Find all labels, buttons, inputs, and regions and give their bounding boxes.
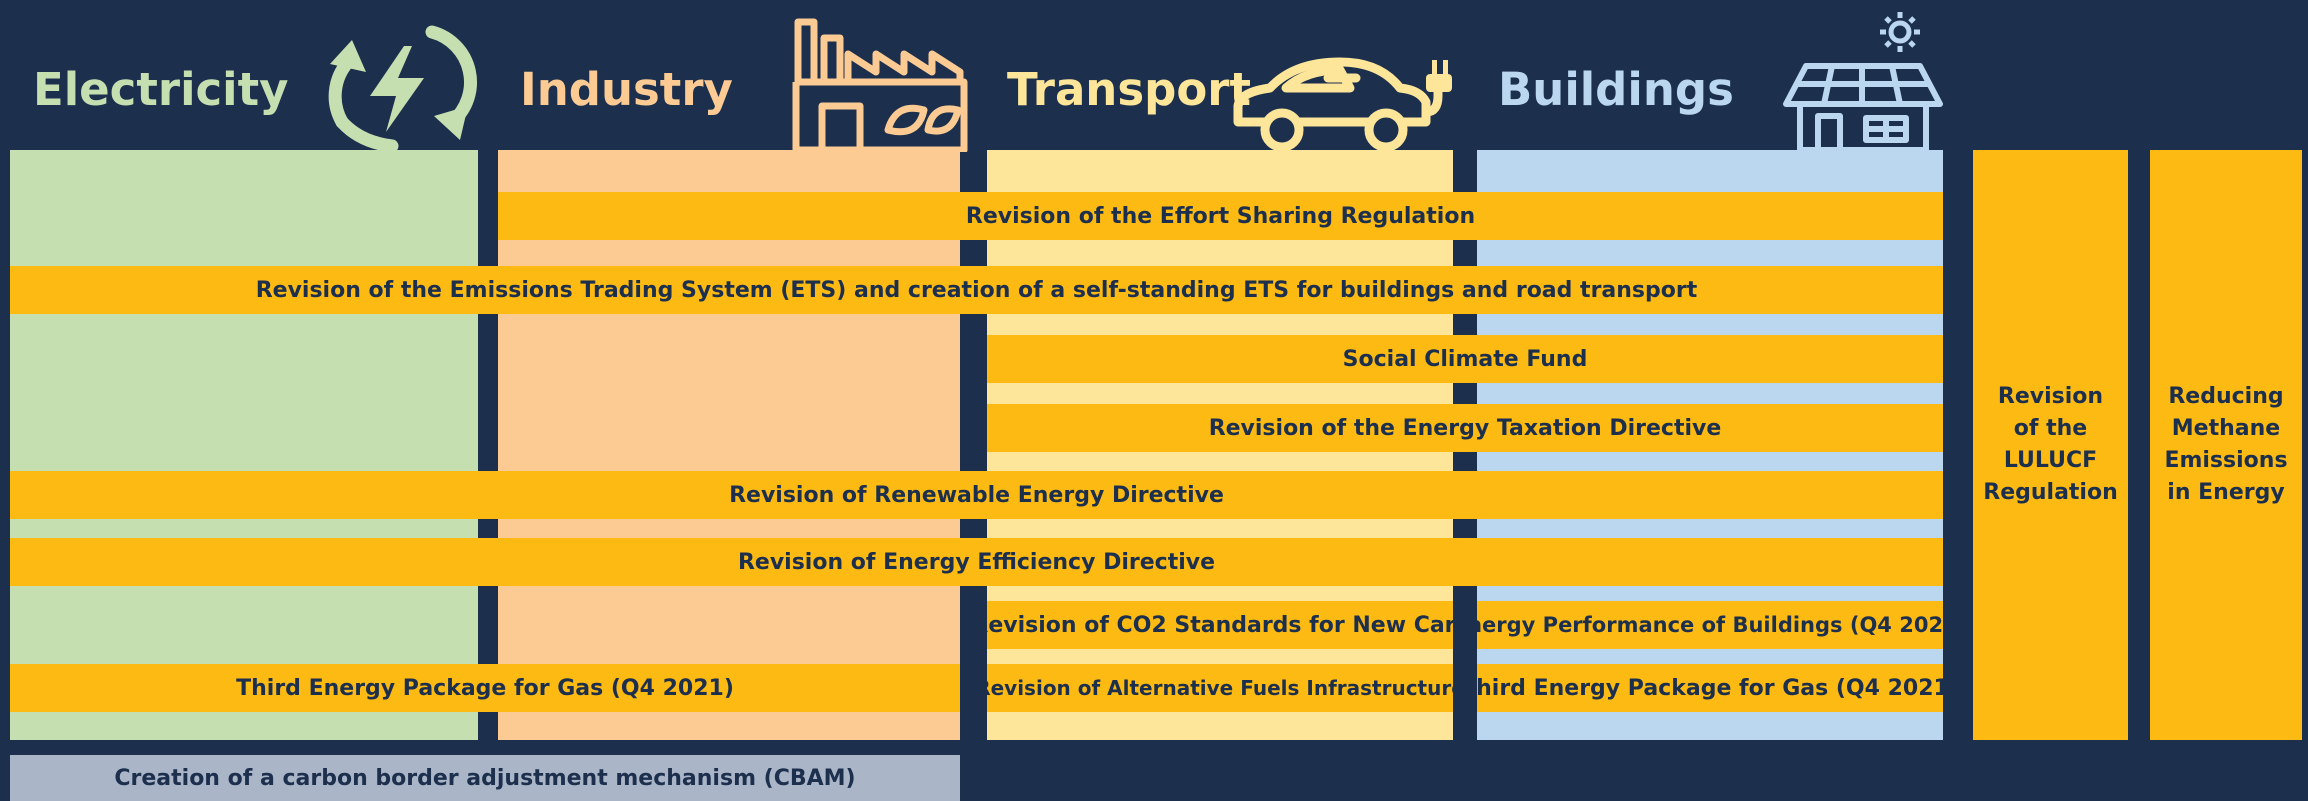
solar-house-icon bbox=[1783, 12, 1943, 152]
energy-cycle-icon bbox=[328, 25, 477, 150]
policy-cbam: Creation of a carbon border adjustment m… bbox=[10, 755, 960, 801]
policy-effort-sharing: Revision of the Effort Sharing Regulatio… bbox=[498, 192, 1943, 240]
sector-title-industry: Industry bbox=[520, 63, 733, 116]
column-electricity bbox=[10, 150, 478, 740]
policy-alternative-fuels: Revision of Alternative Fuels Infrastruc… bbox=[987, 664, 1453, 712]
policy-methane-line: Reducing bbox=[2168, 384, 2284, 409]
factory-icon bbox=[792, 18, 968, 152]
policy-renewable-energy: Revision of Renewable Energy Directive bbox=[10, 471, 1943, 519]
policy-methane: Reducing Methane Emissions in Energy bbox=[2150, 150, 2302, 740]
column-industry bbox=[498, 150, 960, 740]
policy-methane-line: Methane bbox=[2171, 416, 2281, 441]
policy-social-climate-fund: Social Climate Fund bbox=[987, 335, 1943, 383]
policy-lulucf-line: Regulation bbox=[1983, 480, 2118, 505]
policy-ets: Revision of the Emissions Trading System… bbox=[10, 266, 1943, 314]
policy-lulucf-line: of the bbox=[2013, 416, 2088, 441]
policy-energy-taxation: Revision of the Energy Taxation Directiv… bbox=[987, 404, 1943, 452]
policy-lulucf-line: Revision bbox=[1997, 384, 2104, 409]
sector-title-electricity: Electricity bbox=[33, 63, 289, 116]
policy-lulucf: Revision of the LULUCF Regulation bbox=[1973, 150, 2128, 740]
sector-title-buildings: Buildings bbox=[1498, 63, 1734, 116]
policy-co2-cars: Revision of CO2 Standards for New Cars bbox=[987, 601, 1453, 649]
policy-energy-efficiency: Revision of Energy Efficiency Directive bbox=[10, 538, 1943, 586]
sector-title-transport: Transport bbox=[1007, 63, 1251, 116]
policy-third-energy-gas-left: Third Energy Package for Gas (Q4 2021) bbox=[10, 664, 960, 712]
electric-car-icon bbox=[1233, 57, 1452, 152]
policy-lulucf-line: LULUCF bbox=[2003, 448, 2098, 473]
policy-methane-line: in Energy bbox=[2167, 480, 2285, 505]
policy-methane-line: Emissions bbox=[2164, 448, 2288, 473]
policy-energy-performance-buildings: Energy Performance of Buildings (Q4 2021… bbox=[1477, 601, 1943, 649]
policy-third-energy-gas-buildings: Third Energy Package for Gas (Q4 2021) bbox=[1477, 664, 1943, 712]
